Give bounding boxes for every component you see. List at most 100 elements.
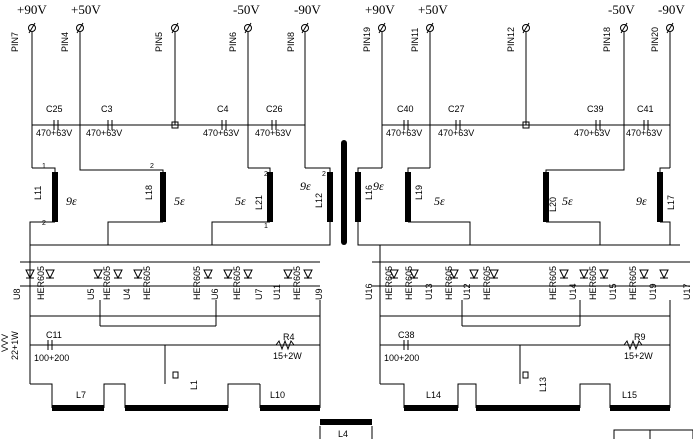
- pin-label-19: PIN19: [362, 27, 372, 52]
- capacitor-symbols-left: [53, 120, 277, 130]
- diode-ref-u5: U5: [86, 288, 96, 300]
- voltage-label-plus50-left: +50V: [71, 2, 101, 17]
- cap-ref-c3: C3: [101, 104, 113, 114]
- diode-type-label: HER605: [292, 266, 302, 300]
- pin-wires-left: [31, 32, 306, 168]
- winding-turns-l21: 5ε: [235, 194, 246, 208]
- diode-ref-u14: U14: [568, 283, 578, 300]
- winding-turns-l16: 9ε: [373, 179, 384, 193]
- pin-label-18: PIN18: [602, 27, 612, 52]
- winding-ref-l11: L11: [33, 186, 43, 200]
- pin-wires-right: [381, 32, 671, 168]
- lower-wiring-left: [29, 300, 321, 384]
- diode-type-label: HER605: [628, 266, 638, 300]
- winding-turns-l18: 5ε: [174, 194, 185, 208]
- lower-wiring-right: [379, 300, 671, 384]
- cap-ref-c4: C4: [217, 104, 229, 114]
- inductor-ref-l1: L1: [189, 380, 199, 390]
- voltage-label-plus90-right: +90V: [365, 2, 395, 17]
- res-value-r4: 15+2W: [273, 351, 302, 361]
- diode-type-label: HER605: [384, 266, 394, 300]
- pin-number: 2: [150, 163, 154, 170]
- cap-value-c41: 470+63V: [626, 128, 662, 138]
- windings-right: [355, 167, 671, 246]
- winding-ref-l19: L19: [414, 185, 424, 200]
- inductor-ref-l7: L7: [76, 390, 86, 400]
- cap-ref-c40: C40: [397, 104, 414, 114]
- cap-value-c25: 470+63V: [36, 128, 72, 138]
- cap-value-c26: 470+63V: [255, 128, 291, 138]
- winding-ref-l16: L16: [364, 185, 374, 200]
- pin-label-6: PIN6: [228, 32, 238, 52]
- winding-ref-l21: L21: [254, 195, 264, 210]
- diode-ref-u19: U19: [648, 283, 658, 300]
- diode-ref-u9: U9: [314, 288, 324, 300]
- inductor-ref-l4: L4: [338, 429, 348, 439]
- pin-label-5: PIN5: [154, 32, 164, 52]
- side-label-22w: 22+1W: [10, 331, 20, 360]
- diode-symbols-left: [20, 261, 320, 287]
- cap-value-c38: 100+200: [384, 353, 419, 363]
- pin-number: 1: [42, 163, 46, 170]
- cap-value-c3: 470+63V: [86, 128, 122, 138]
- inductor-ref-l14: L14: [426, 390, 441, 400]
- diode-type-label: HER605: [102, 266, 112, 300]
- bottom-center-part: [319, 419, 373, 439]
- diode-type-label: HER605: [404, 266, 414, 300]
- inductor-ref-l10: L10: [270, 390, 285, 400]
- cap-value-c11: 100+200: [34, 353, 69, 363]
- voltage-label-plus90-left: +90V: [17, 2, 47, 17]
- cap-ref-c38: C38: [398, 330, 415, 340]
- cap-value-c27: 470+63V: [438, 128, 474, 138]
- cap-ref-c41: C41: [637, 104, 654, 114]
- bottom-inductors-left: [30, 383, 321, 411]
- diode-ref-u16: U16: [364, 283, 374, 300]
- diode-type-label: HER605: [36, 266, 46, 300]
- diode-type-label: HER605: [588, 266, 598, 300]
- winding-ref-l17: L17: [666, 195, 676, 210]
- inductor-ref-l13: L13: [538, 377, 548, 392]
- diode-type-label: HER605: [482, 266, 492, 300]
- cap-ref-c26: C26: [266, 104, 283, 114]
- pin-label-8: PIN8: [286, 32, 296, 52]
- diode-ref-u6: U6: [210, 288, 220, 300]
- diode-ref-u4: U4: [122, 288, 132, 300]
- cap-ref-c39: C39: [587, 104, 604, 114]
- voltage-label-minus90-right: -90V: [658, 2, 685, 17]
- voltage-label-minus50-right: -50V: [608, 2, 635, 17]
- pin-label-12: PIN12: [506, 27, 516, 52]
- diode-ref-u8: U8: [12, 288, 22, 300]
- winding-turns-l12: 9ε: [300, 179, 311, 193]
- voltage-label-minus50-left: -50V: [233, 2, 260, 17]
- pin-label-7: PIN7: [10, 32, 20, 52]
- pin-label-20: PIN20: [650, 27, 660, 52]
- diode-type-label: HER605: [548, 266, 558, 300]
- pin-terminals-left: [28, 22, 309, 34]
- inductor-ref-l15: L15: [622, 390, 637, 400]
- capacitor-symbols-right: [403, 120, 649, 130]
- res-ref-r9: R9: [634, 332, 646, 342]
- diode-ref-u11: U11: [272, 284, 282, 300]
- res-ref-r4: R4: [283, 332, 295, 342]
- title-block-fragment: [613, 429, 693, 439]
- cap-ref-c25: C25: [46, 104, 63, 114]
- pin-terminals-right: [378, 22, 674, 34]
- voltage-label-plus50-right: +50V: [418, 2, 448, 17]
- diode-ref-u7: U7: [254, 288, 264, 300]
- winding-turns-l19: 5ε: [434, 194, 445, 208]
- res-value-r9: 15+2W: [624, 351, 653, 361]
- diode-ref-u12: U12: [462, 283, 472, 300]
- side-label-vvv: VVV: [0, 334, 10, 352]
- winding-turns-l17: 9ε: [636, 194, 647, 208]
- windings-left: [29, 167, 333, 246]
- cap-ref-c27: C27: [448, 104, 465, 114]
- winding-turns-l11: 9ε: [66, 194, 77, 208]
- diode-symbols-right: [372, 261, 690, 287]
- winding-turns-l20: 5ε: [562, 194, 573, 208]
- pin-number: 2: [264, 171, 268, 178]
- cap-value-c4: 470+63V: [203, 128, 239, 138]
- diode-ref-u17: U17: [682, 283, 692, 300]
- winding-ref-l18: L18: [144, 185, 154, 200]
- diode-type-label: HER605: [142, 266, 152, 300]
